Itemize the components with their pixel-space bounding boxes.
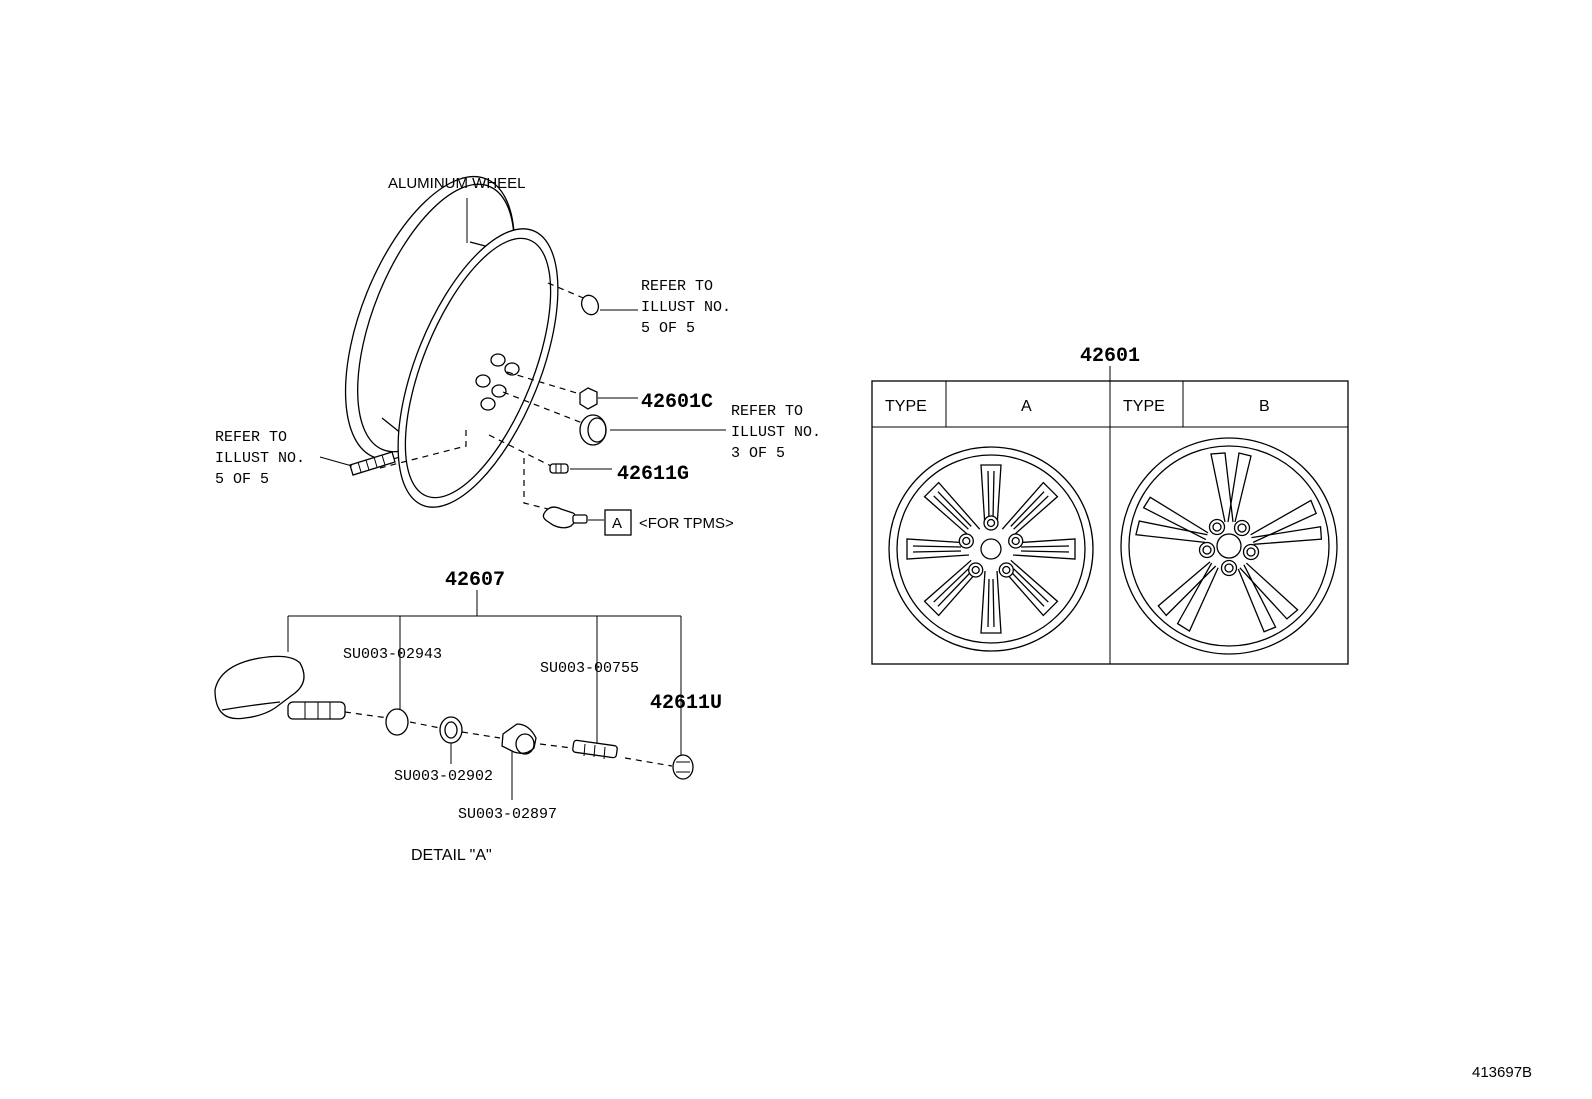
part-42611g-label[interactable]: 42611G: [617, 463, 689, 486]
refer-top-line-3: 5 OF 5: [641, 320, 695, 337]
type-b-value: B: [1259, 398, 1270, 415]
refer-right-line-3: 3 OF 5: [731, 445, 785, 462]
refer-top-line-1: REFER TO: [641, 278, 713, 295]
hub-bolt-holes: [475, 353, 520, 411]
part-42601c-label[interactable]: 42601C: [641, 391, 713, 414]
wheel-type-b-drawing: [1120, 437, 1338, 655]
refer-left-line-1: REFER TO: [215, 429, 287, 446]
refer-right-line-2: ILLUST NO.: [731, 424, 821, 441]
part-su003-02897-label[interactable]: SU003-02897: [458, 806, 557, 823]
valve-part-drawing: [580, 294, 638, 316]
part-su003-02902-label[interactable]: SU003-02902: [394, 768, 493, 785]
refer-left-callout: REFER TO ILLUST NO. 5 OF 5: [215, 429, 305, 488]
type-b-header-label: TYPE: [1123, 398, 1165, 415]
type-a-header-label: TYPE: [885, 398, 927, 415]
part-su003-02943-label[interactable]: SU003-02943: [343, 646, 442, 663]
part-42607-label[interactable]: 42607: [445, 569, 505, 592]
refer-top-line-2: ILLUST NO.: [641, 299, 731, 316]
part-42611u-label[interactable]: 42611U: [650, 692, 722, 715]
detail-box-letter: A: [612, 515, 622, 532]
part-42601-label[interactable]: 42601: [1080, 345, 1140, 368]
detail-a-assembly: [214, 590, 694, 800]
refer-top-callout: REFER TO ILLUST NO. 5 OF 5: [641, 278, 731, 337]
detail-a-title: DETAIL "A": [411, 847, 492, 864]
detail-a-marker[interactable]: A: [604, 509, 632, 536]
valve-stem-drawing: [549, 463, 612, 474]
illustration-id: 413697B: [1472, 1064, 1532, 1081]
part-su003-00755-label[interactable]: SU003-00755: [540, 660, 639, 677]
tpms-sensor-drawing: [542, 506, 604, 529]
refer-left-line-3: 5 OF 5: [215, 471, 269, 488]
wheel-type-a-drawing: [888, 446, 1094, 652]
for-tpms-label: <FOR TPMS>: [639, 515, 734, 532]
refer-left-line-2: ILLUST NO.: [215, 450, 305, 467]
refer-right-callout: REFER TO ILLUST NO. 3 OF 5: [731, 403, 821, 462]
type-a-value: A: [1021, 398, 1032, 415]
wheel-type-table: [871, 366, 1349, 665]
center-cap-drawing: [579, 414, 726, 446]
aluminum-wheel-label: ALUMINUM WHEEL: [388, 175, 526, 192]
lug-nut-drawing: [579, 387, 638, 410]
refer-right-line-1: REFER TO: [731, 403, 803, 420]
balance-weight-drawing: [319, 451, 396, 476]
